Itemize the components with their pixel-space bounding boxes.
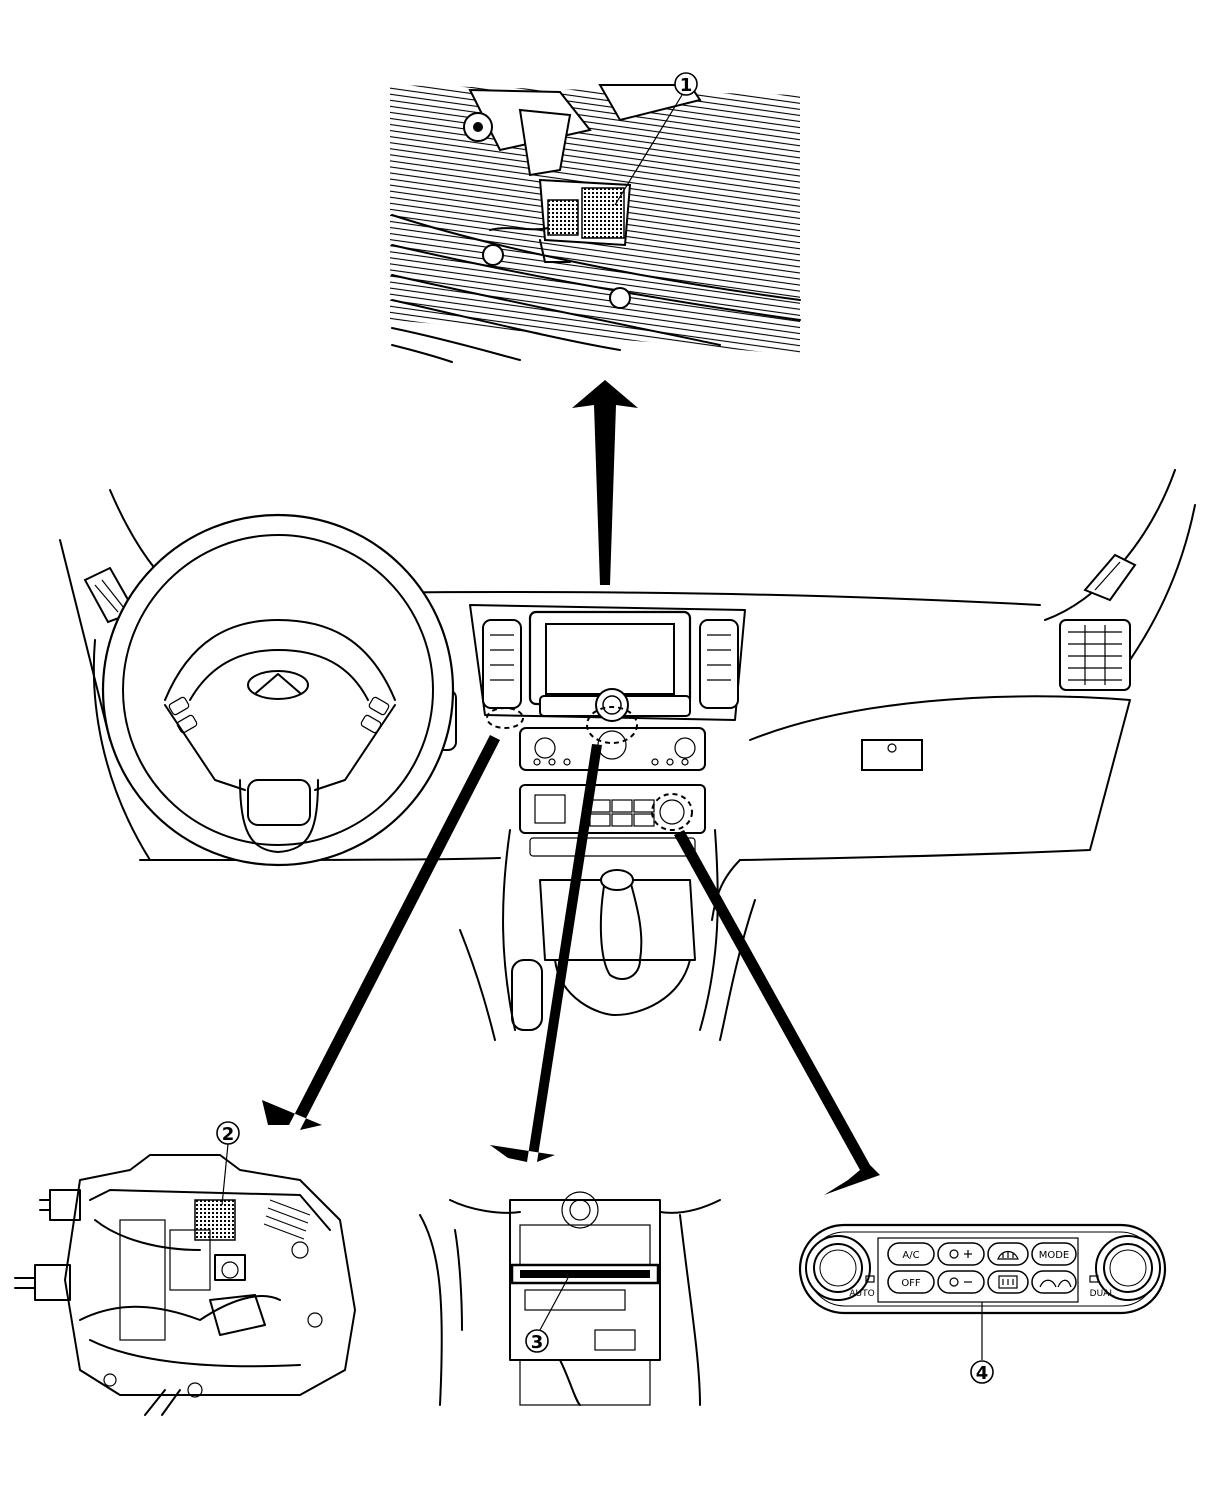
fan-down-button[interactable] xyxy=(937,1270,985,1294)
rear-defrost-icon xyxy=(998,1275,1018,1289)
off-button[interactable]: OFF xyxy=(887,1270,935,1294)
callout-3-circle xyxy=(525,1329,549,1353)
arrow-to-callout-4 xyxy=(674,830,880,1195)
callout-2-number: 2 xyxy=(222,1124,235,1145)
fan-up-icon xyxy=(949,1249,972,1259)
recirculation-button[interactable] xyxy=(1031,1270,1077,1294)
hvac-unit-detail: 2 xyxy=(14,1121,356,1416)
ac-button-label: A/C xyxy=(902,1250,919,1261)
arrow-to-callout-2 xyxy=(262,735,500,1130)
dual-label: DUAL xyxy=(1090,1289,1115,1299)
ac-button[interactable]: A/C xyxy=(887,1242,935,1266)
auto-label: AUTO xyxy=(849,1289,874,1299)
front-defrost-button[interactable] xyxy=(987,1242,1029,1266)
fan-down-icon xyxy=(949,1277,972,1287)
mode-button[interactable]: MODE xyxy=(1031,1242,1077,1266)
callout-1-number: 1 xyxy=(680,75,693,96)
instrument-panel-overview xyxy=(59,469,1196,1041)
temperature-knob-driver[interactable] xyxy=(805,1235,871,1301)
top-detail-grille-sensor: 1 xyxy=(390,72,801,363)
mode-button-label: MODE xyxy=(1039,1250,1070,1261)
center-stack-detail: 3 xyxy=(419,1191,721,1406)
fan-up-button[interactable] xyxy=(937,1242,985,1266)
callout-1-circle xyxy=(674,72,698,96)
infiniti-logo-icon xyxy=(247,670,309,700)
callout-3-number: 3 xyxy=(531,1332,544,1353)
rear-defrost-button[interactable] xyxy=(987,1270,1029,1294)
recirculation-icon xyxy=(1039,1279,1072,1288)
callout-4-circle xyxy=(970,1360,994,1384)
callout-4-number: 4 xyxy=(976,1363,989,1384)
climate-control-panel: AUTO DUAL A/C MODE OFF xyxy=(798,1223,1167,1384)
arrow-to-callout-3 xyxy=(490,744,602,1162)
callout-2-circle xyxy=(216,1121,240,1145)
arrow-to-callout-1 xyxy=(572,380,638,585)
front-defrost-icon xyxy=(997,1250,1019,1260)
off-button-label: OFF xyxy=(901,1278,921,1289)
temperature-knob-passenger[interactable] xyxy=(1095,1235,1161,1301)
